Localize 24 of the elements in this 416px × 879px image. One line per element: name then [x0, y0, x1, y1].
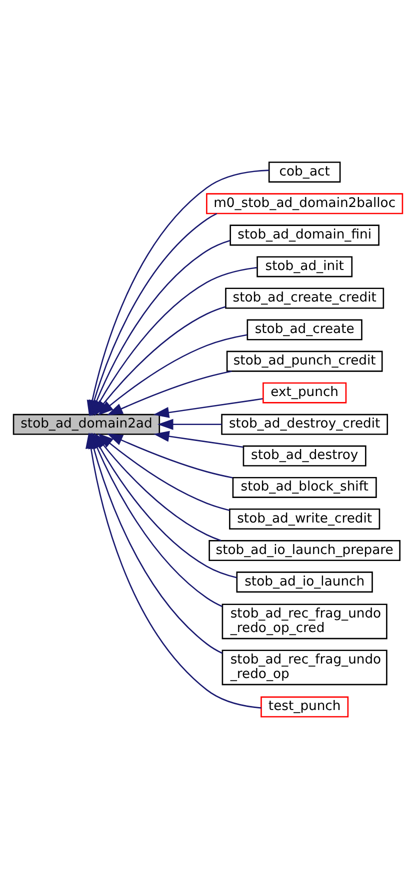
node-box: stob_ad_init: [256, 256, 353, 278]
node-box: stob_ad_create_credit: [225, 288, 384, 309]
node-box: cob_act: [268, 162, 341, 183]
node-box: m0_stob_ad_domain2balloc: [206, 193, 404, 214]
node-box: stob_ad_rec_frag_undo _redo_op_cred: [222, 604, 388, 640]
node-box: stob_ad_rec_frag_undo _redo_op: [222, 650, 388, 686]
node-box: stob_ad_create: [246, 319, 362, 340]
node-box: stob_ad_destroy_credit: [221, 414, 388, 435]
node-box: stob_ad_domain2ad: [12, 414, 160, 435]
node-box: test_punch: [260, 696, 349, 718]
arrow: [98, 334, 248, 416]
arrow: [157, 418, 222, 430]
arrow: [106, 434, 233, 478]
arrow: [153, 398, 263, 418]
node-box: stob_ad_punch_credit: [226, 350, 383, 372]
node-box: stob_ad_block_shift: [232, 476, 377, 498]
node-box: stob_ad_io_launch_prepare: [208, 540, 400, 562]
arrow: [106, 370, 232, 416]
arrow: [153, 430, 244, 448]
node-box: stob_ad_destroy: [242, 445, 366, 466]
node-box: stob_ad_domain_fini: [230, 224, 380, 246]
node-box: ext_punch: [262, 382, 347, 404]
node-box: stob_ad_write_credit: [229, 508, 380, 530]
node-box: stob_ad_io_launch: [236, 572, 373, 593]
